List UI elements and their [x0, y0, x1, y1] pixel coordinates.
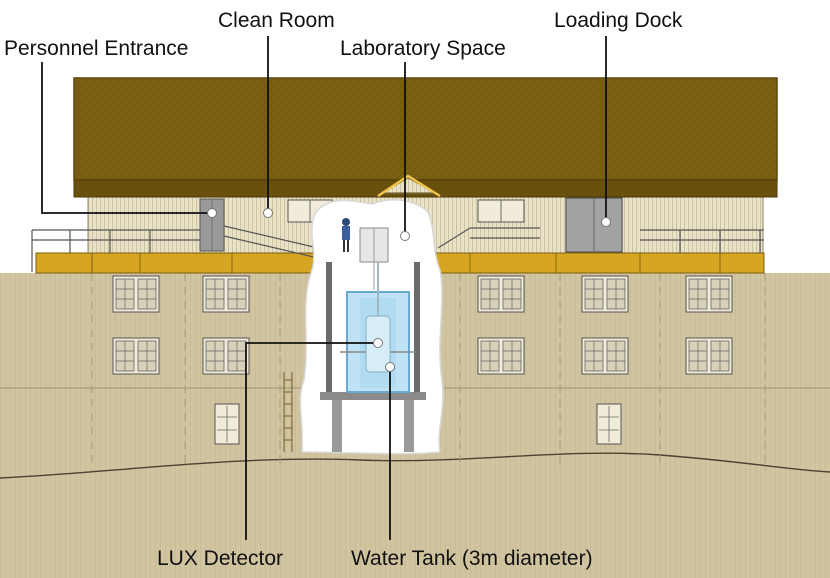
leader-lines	[41, 36, 607, 540]
label-lux-detector: LUX Detector	[157, 547, 284, 570]
label-water-tank: Water Tank (3m diameter)	[351, 547, 593, 570]
label-clean-room: Clean Room	[218, 9, 335, 32]
label-personnel-entrance: Personnel Entrance	[4, 37, 189, 60]
leader-endpoints	[207, 208, 611, 372]
label-laboratory-space: Laboratory Space	[340, 37, 506, 60]
roof	[73, 77, 778, 198]
railings	[31, 225, 764, 272]
cavern-structure	[320, 218, 426, 452]
ladder	[283, 372, 293, 452]
label-loading-dock: Loading Dock	[554, 9, 683, 32]
